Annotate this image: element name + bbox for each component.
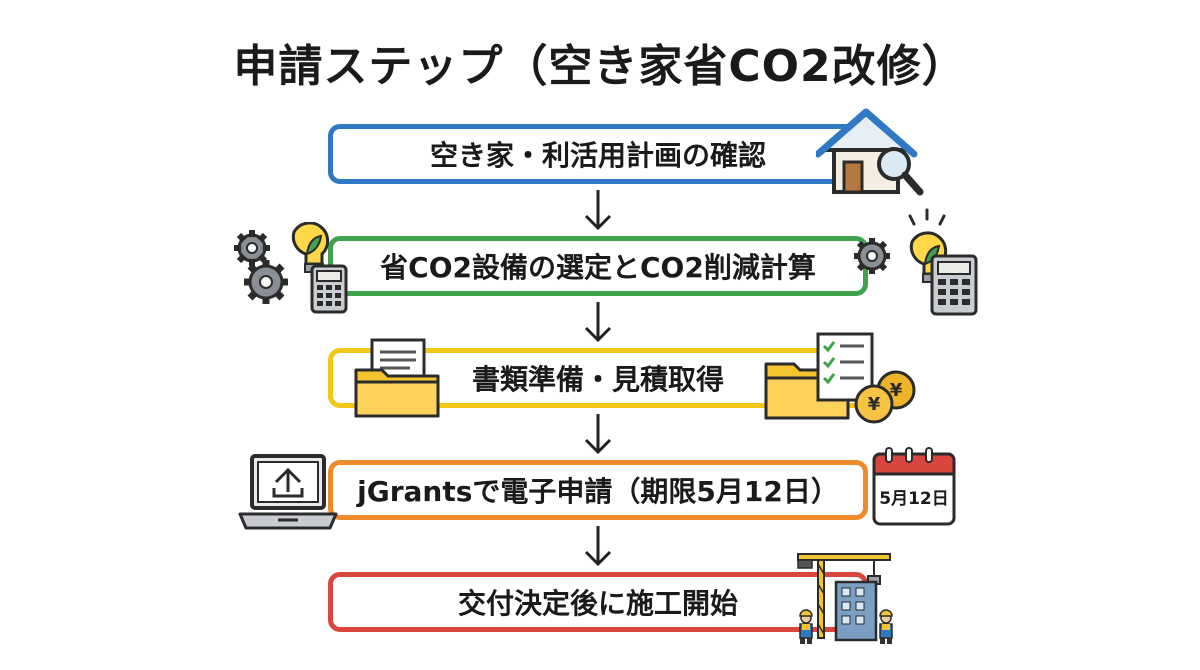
calendar-icon: 5月12日: [872, 447, 956, 526]
step-2-box: 省CO2設備の選定とCO2削減計算: [328, 236, 868, 296]
step-2-label: 省CO2設備の選定とCO2削減計算: [380, 251, 816, 284]
step-1-box: 空き家・利活用計画の確認: [328, 124, 868, 184]
step-5-box: 交付決定後に施工開始: [328, 572, 868, 632]
document-folder-icon: [354, 338, 440, 418]
step-3-label: 書類準備・見積取得: [471, 363, 724, 396]
step-5-label: 交付決定後に施工開始: [457, 587, 738, 620]
arrow-down-icon: [584, 414, 612, 455]
gears-lightbulb-calculator-icon: [854, 208, 978, 316]
arrow-down-icon: [584, 302, 612, 343]
house-magnifier-icon: [816, 108, 924, 196]
arrow-down-icon: [584, 526, 612, 567]
laptop-upload-icon: [238, 454, 338, 530]
construction-crane-workers-icon: [797, 553, 893, 644]
checklist-folder-yen-coins-icon: ¥ ¥: [764, 332, 916, 424]
step-4-box: jGrantsで電子申請（期限5月12日）: [328, 460, 868, 520]
step-4-label: jGrantsで電子申請（期限5月12日）: [357, 475, 839, 508]
calendar-date-text: 5月12日: [879, 489, 949, 509]
gears-lightbulb-calculator-icon: [234, 222, 348, 314]
arrow-down-icon: [584, 190, 612, 231]
page-title: 申請ステップ（空き家省CO2改修）: [233, 41, 967, 92]
yen-symbol-text: ¥: [890, 380, 903, 401]
yen-symbol-text: ¥: [868, 394, 881, 415]
step-1-label: 空き家・利活用計画の確認: [429, 139, 766, 172]
